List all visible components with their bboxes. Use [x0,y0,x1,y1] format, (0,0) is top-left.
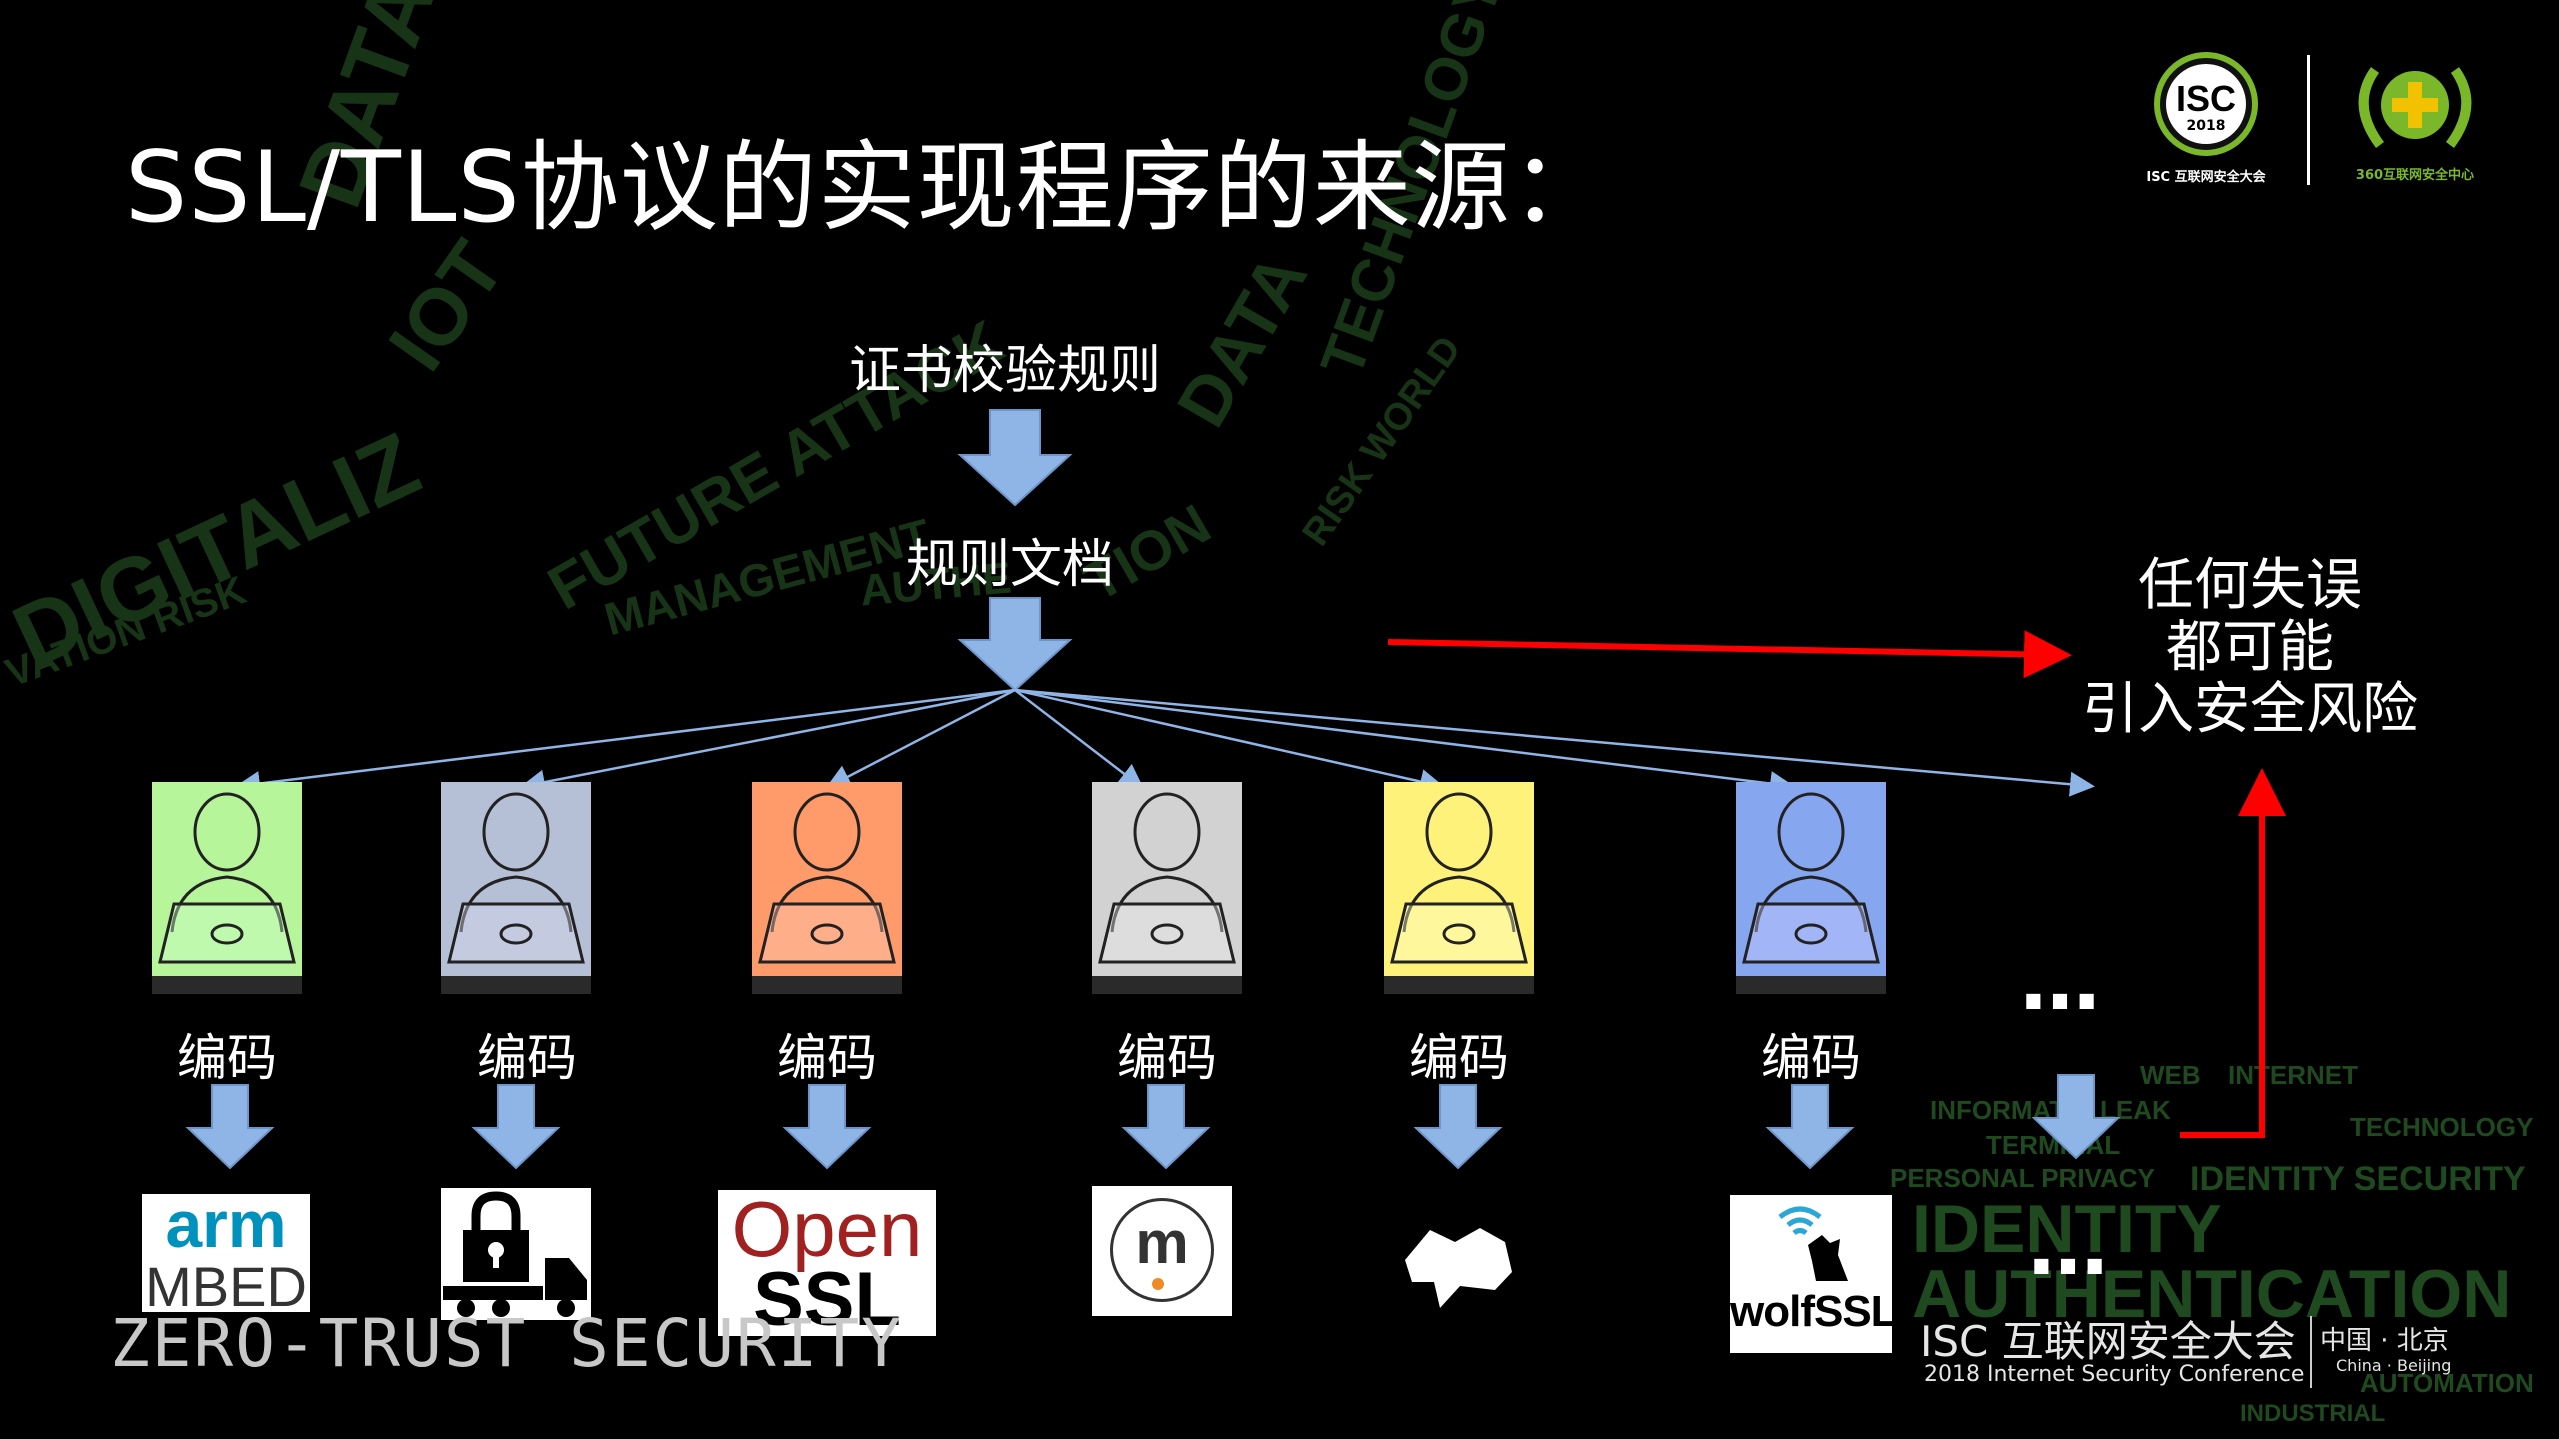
encoding-label-5: 编码 [1409,1029,1509,1087]
cert-validation-rules-label: 证书校验规则 [848,341,1161,401]
risk-line-2: 都可能 [2166,615,2334,680]
person-laptop-icon [1742,792,1880,964]
conference-name: ISC 互联网安全大会 [1920,1317,2296,1366]
bear-head-icon [1405,1228,1512,1308]
isc-badge-text: ISC [2175,78,2236,119]
coder-figure-2 [441,782,591,994]
encoding-label-3: 编码 [777,1029,877,1087]
isc-year-text: 2018 [2186,118,2226,134]
coder-figure-4 [1092,782,1242,994]
wolf-wifi-icon [1778,1206,1848,1281]
coder-band [1736,976,1886,994]
encoding-label-2: 编码 [477,1029,577,1087]
matrixssl-logo: m [1092,1186,1232,1316]
footer-divider [2310,1316,2312,1388]
lock-truck-icon [443,1191,587,1317]
coder-band [152,976,302,994]
coder-band [441,976,591,994]
ellipsis-lower: … [2028,1200,2114,1293]
risk-warning-text: 任何失误 都可能 引入安全风险 [2050,555,2450,741]
risk-line-3: 引入安全风险 [2082,677,2418,742]
person-laptop-icon [447,792,585,964]
arm-text: arm [165,1187,287,1261]
coder-figure-1 [152,782,302,994]
rule-document-label: 规则文档 [905,535,1114,595]
openssl-ssl-text: SSL [753,1257,901,1342]
coder-figure-6 [1736,782,1886,994]
arm-mbed-logo: arm MBED [142,1187,310,1318]
person-laptop-icon [158,792,296,964]
person-laptop-icon [1098,792,1236,964]
conference-english: 2018 Internet Security Conference [1924,1362,2305,1387]
down-arrow-rules [957,409,1073,507]
coder-figure-3 [752,782,902,994]
coder-band [1384,976,1534,994]
person-laptop-icon [758,792,896,964]
truck-lock-logo [441,1188,591,1320]
coder-band [1092,976,1242,994]
wolfssl-logo: wolfSSL [1730,1195,1898,1353]
location-chinese: 中国 · 北京 [2320,1326,2449,1356]
isc-caption: ISC 互联网安全大会 [2146,170,2266,185]
matrix-m-text: m [1135,1209,1189,1276]
matrix-orange-dot [1152,1278,1164,1290]
zero-trust-watermark: ZERO-TRUST SECURITY [110,1305,903,1382]
bearssl-logo [1400,1220,1515,1314]
coder-band [752,976,902,994]
matrix-circle [1110,1198,1214,1302]
360-security-center-logo: 360互联网安全中心 [2340,50,2490,190]
laurel-cross-icon [2358,67,2472,148]
coder-figure-5 [1384,782,1534,994]
ellipsis-upper: … [2020,935,2106,1028]
header-divider [2307,55,2310,185]
risk-line-1: 任何失误 [2138,553,2362,618]
encoding-label-6: 编码 [1761,1029,1861,1087]
center-caption: 360互联网安全中心 [2355,168,2475,183]
encoding-label-4: 编码 [1117,1029,1217,1087]
mbed-text: MBED [145,1255,307,1318]
wolfssl-text: wolfSSL [1730,1287,1898,1336]
down-arrow-doc [957,597,1073,692]
encoding-label-1: 编码 [177,1029,277,1087]
openssl-open-text: Open [731,1185,923,1273]
location-english: China · Beijing [2336,1356,2452,1375]
isc-2018-logo: ISC 2018 ISC 互联网安全大会 [2140,52,2272,192]
person-laptop-icon [1390,792,1528,964]
openssl-logo: Open SSL [718,1185,936,1342]
slide-title: SSL/TLS协议的实现程序的来源： [125,131,1610,245]
